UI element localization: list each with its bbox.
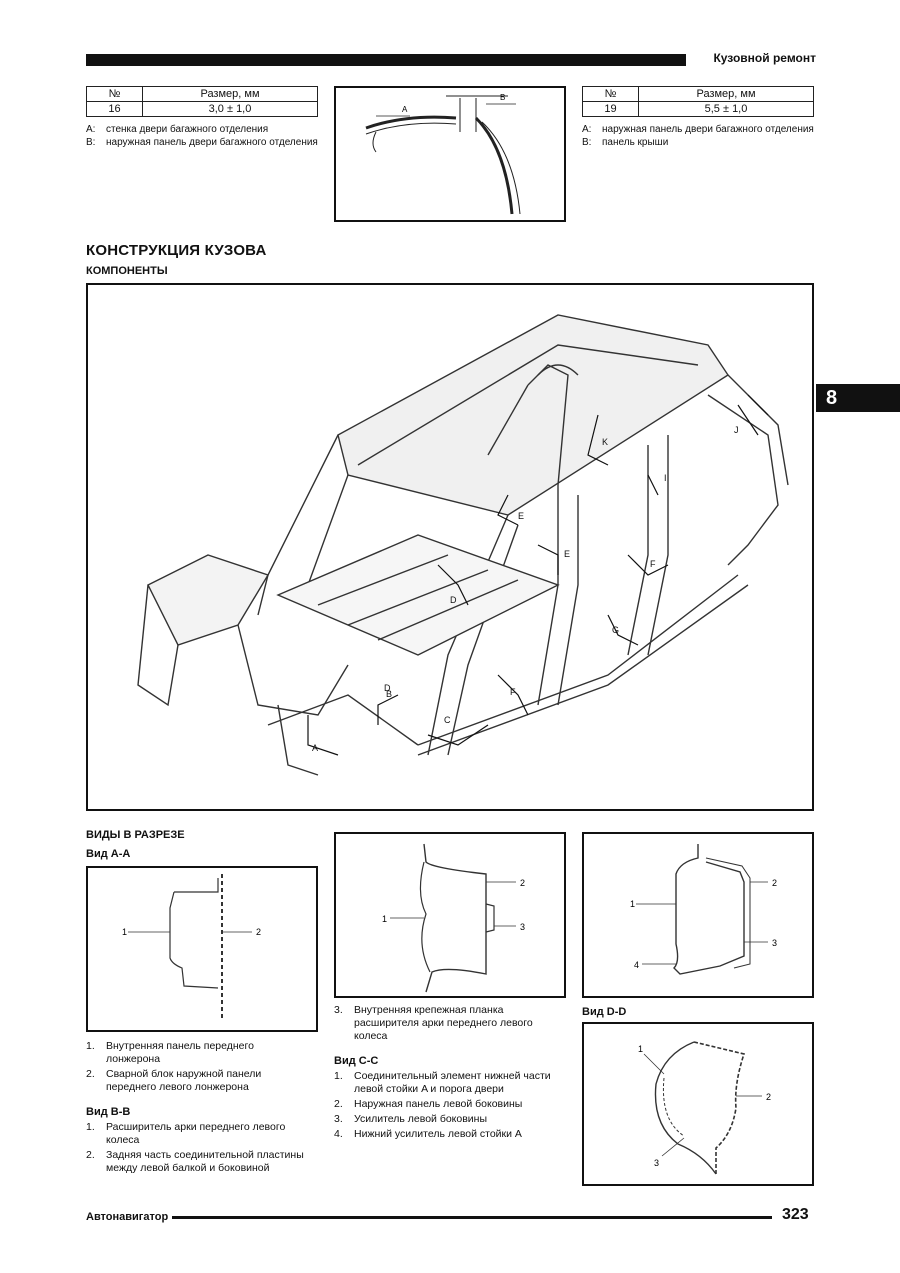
size-table-right: № Размер, мм 19 5,5 ± 1,0 [582, 86, 814, 117]
label: B [386, 689, 392, 699]
label-b: B [500, 93, 505, 102]
header-bar [86, 54, 686, 66]
notes-left: A:стенка двери багажного отделения B:нар… [86, 123, 318, 149]
list-item: 4.Нижний усилитель левой стойки A [334, 1128, 522, 1140]
table-header-row: № Размер, мм [86, 86, 318, 102]
label: F [650, 559, 656, 569]
view-aa-title: Вид A-A [86, 848, 131, 860]
label: K [602, 437, 608, 447]
label: F [510, 687, 516, 697]
callout: 3 [772, 938, 777, 948]
label: C [444, 715, 451, 725]
label: I [664, 473, 667, 483]
label-a: A [402, 105, 408, 114]
list-item: 2.Сварной блок наружной панели переднего… [86, 1068, 262, 1093]
callout: 2 [772, 878, 777, 888]
label: E [564, 549, 570, 559]
seal-section-drawing: A B [365, 93, 521, 215]
label: G [612, 625, 619, 635]
callout: 1 [638, 1044, 643, 1054]
view-cc-diagram: 1 2 3 4 [582, 832, 814, 998]
sections-title: ВИДЫ В РАЗРЕЗЕ [86, 829, 185, 841]
callout: 3 [654, 1158, 659, 1168]
notes-right: A:наружная панель двери багажного отделе… [582, 123, 814, 149]
cell-size: 5,5 ± 1,0 [638, 101, 814, 117]
body-structure-diagram: A B C D D E E F F G I J K [86, 283, 814, 811]
view-dd-title: Вид D-D [582, 1006, 627, 1018]
label: A [312, 743, 318, 753]
footer-line [172, 1216, 772, 1219]
list-item: 2.Наружная панель левой боковины [334, 1098, 523, 1110]
callout: 2 [256, 927, 261, 937]
body-structure-drawing: A B C D D E E F F G I J K [137, 314, 789, 776]
callout: 3 [520, 922, 525, 932]
page-number: 323 [782, 1206, 809, 1223]
label: D [450, 595, 457, 605]
cell-size: 3,0 ± 1,0 [142, 101, 318, 117]
view-cc-title: Вид C-C [334, 1055, 379, 1067]
label: E [518, 511, 524, 521]
view-cc-drawing: 1 2 3 4 [630, 844, 777, 975]
cell-num: 16 [86, 101, 143, 117]
component-labels: A B C D D E E F F G I J K [312, 425, 739, 753]
callout: 1 [382, 914, 387, 924]
view-aa-legend: 1.Внутренняя панель переднего лонжерона … [86, 1040, 306, 1096]
section-title: КОНСТРУКЦИЯ КУЗОВА [86, 242, 267, 259]
footer-publisher: Автонавигатор [86, 1211, 169, 1223]
callout: 1 [630, 899, 635, 909]
col-num-header: № [582, 86, 639, 102]
view-dd-diagram: 1 2 3 [582, 1022, 814, 1186]
view-aa-diagram: 1 2 [86, 866, 318, 1032]
view-aa-drawing: 1 2 [122, 874, 261, 1018]
table-header-row: № Размер, мм [582, 86, 814, 102]
header-title: Кузовной ремонт [713, 51, 816, 65]
view-bb-title: Вид B-B [86, 1106, 131, 1118]
view-cc-legend: 1.Соединительный элемент нижней части ле… [334, 1070, 562, 1143]
note-item: A:наружная панель двери багажного отделе… [582, 124, 814, 135]
subsection-title: КОМПОНЕНТЫ [86, 265, 168, 277]
seal-section-diagram: A B [334, 86, 566, 222]
callout: 2 [520, 878, 525, 888]
view-bb-legend-cont: 3.Внутренняя крепежная планка расширител… [334, 1004, 559, 1045]
view-bb-legend: 1.Расширитель арки переднего левого коле… [86, 1121, 311, 1177]
list-item: 1.Расширитель арки переднего левого коле… [86, 1121, 286, 1146]
view-bb-diagram: 1 2 3 [334, 832, 566, 998]
col-size-header: Размер, мм [142, 86, 318, 102]
list-item: 1.Соединительный элемент нижней части ле… [334, 1070, 551, 1095]
list-item: 1.Внутренняя панель переднего лонжерона [86, 1040, 254, 1065]
note-item: A:стенка двери багажного отделения [86, 124, 269, 135]
table-row: 19 5,5 ± 1,0 [582, 101, 814, 117]
callout: 2 [766, 1092, 771, 1102]
note-item: B:наружная панель двери багажного отделе… [86, 137, 318, 148]
label: D [384, 683, 391, 693]
cell-num: 19 [582, 101, 639, 117]
list-item: 3.Усилитель левой боковины [334, 1113, 488, 1125]
list-item: 2.Задняя часть соединительной пластины м… [86, 1149, 304, 1174]
chapter-tab: 8 [816, 384, 900, 412]
size-table-left: № Размер, мм 16 3,0 ± 1,0 [86, 86, 318, 117]
list-item: 3.Внутренняя крепежная планка расширител… [334, 1004, 533, 1042]
view-dd-drawing: 1 2 3 [638, 1041, 771, 1175]
table-row: 16 3,0 ± 1,0 [86, 101, 318, 117]
callout: 1 [122, 927, 127, 937]
col-size-header: Размер, мм [638, 86, 814, 102]
callout: 4 [634, 960, 639, 970]
note-item: B:панель крыши [582, 137, 669, 148]
col-num-header: № [86, 86, 143, 102]
label: J [734, 425, 739, 435]
view-bb-drawing: 1 2 3 [382, 843, 525, 993]
